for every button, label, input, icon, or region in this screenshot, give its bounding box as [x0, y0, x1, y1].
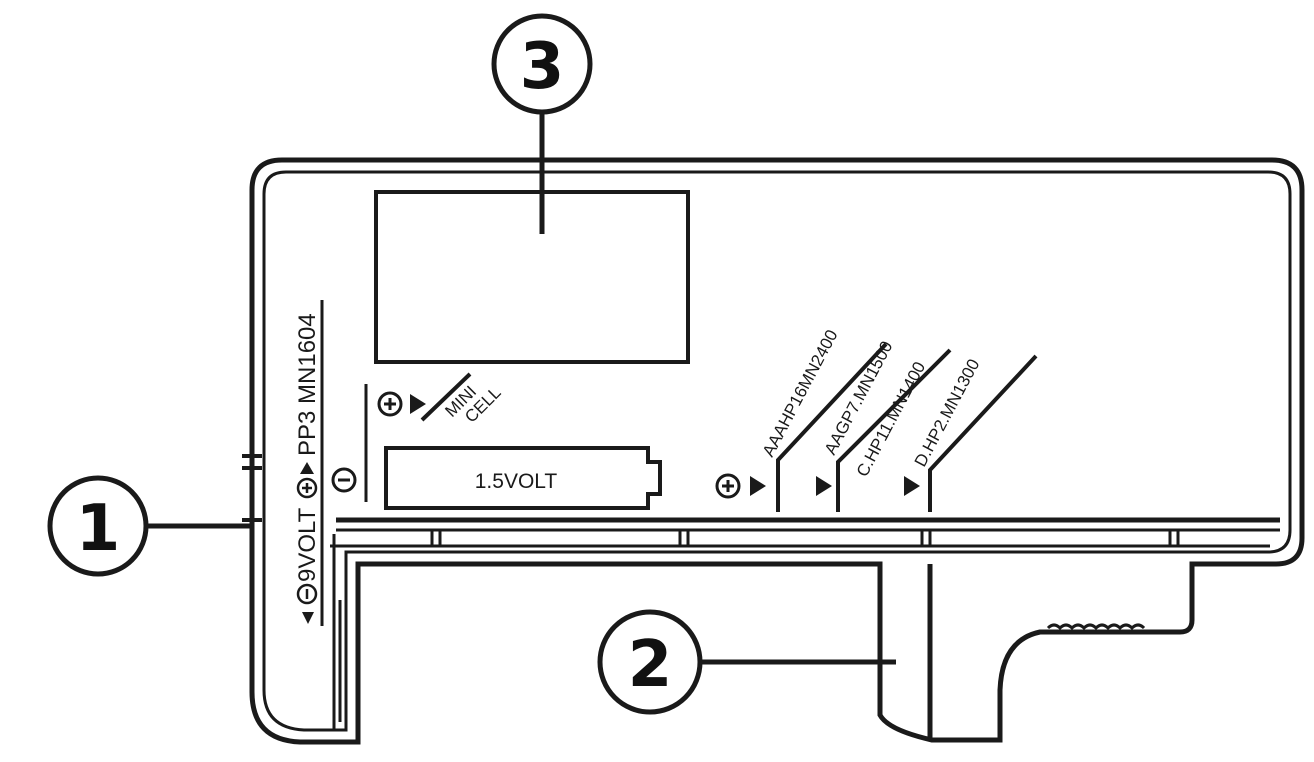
display-window: [374, 190, 690, 364]
triangle-arrow-icon: [816, 476, 832, 496]
triangle-arrow-icon: [750, 476, 766, 496]
callout-1: 1: [47, 475, 252, 577]
one-five-volt-text: 1.5VOLT: [475, 470, 558, 493]
minus-circle-icon: [331, 467, 357, 493]
cell-outline-1-5v: [384, 446, 662, 510]
triangle-arrow-icon: [300, 462, 314, 474]
size-guides: [420, 342, 1038, 512]
plus-circle-icon: [715, 473, 741, 499]
pp3-text: PP3 MN1604: [294, 313, 321, 456]
device-housing: [242, 157, 1305, 745]
nine-volt-label-group: 9VOLT PP3 MN1604: [294, 313, 321, 624]
callout-2: 2: [597, 609, 896, 715]
callout-1-number: 1: [76, 492, 121, 566]
callout-3: 3: [491, 13, 593, 234]
callout-2-number: 2: [628, 628, 673, 702]
minus-circle-icon: [296, 583, 318, 605]
mini-cell-label: MINI CELL: [441, 382, 504, 426]
plus-circle-icon: [296, 477, 318, 499]
triangle-arrow-icon: [302, 612, 314, 624]
triangle-arrow-icon: [904, 476, 920, 496]
nine-volt-text: 9VOLT: [294, 507, 321, 582]
plus-circle-icon: [377, 391, 403, 417]
triangle-arrow-icon: [410, 394, 426, 414]
callout-3-number: 3: [520, 30, 565, 104]
